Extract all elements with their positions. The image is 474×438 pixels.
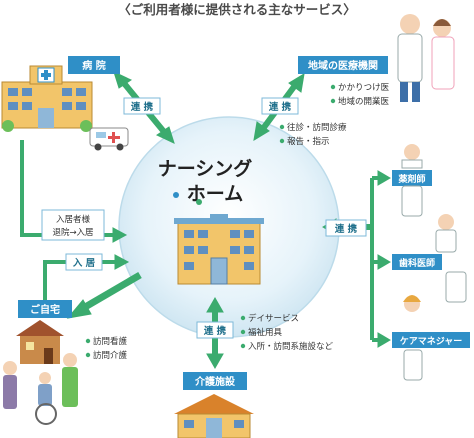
svg-text:訪問介護: 訪問介護: [93, 350, 128, 361]
care-facility-label: 介護施設: [194, 375, 236, 388]
svg-text:地域の開業医: 地域の開業医: [338, 96, 390, 107]
box-regional-medical: 地域の医療機関: [298, 56, 388, 74]
dentist-illustration: [435, 214, 467, 303]
medical-staff-illustration: [397, 14, 455, 102]
svg-text:連 携: 連 携: [335, 223, 358, 235]
regional-doctors-list: かかりつけ医 地域の開業医: [330, 83, 390, 107]
box-hospital: 病 院: [68, 56, 120, 74]
hub-title-line1: ナーシング: [158, 157, 253, 180]
move-in-label: 入 居: [65, 253, 103, 271]
admission-line1: 入居者様: [56, 214, 91, 225]
svg-text:報告・指示: 報告・指示: [287, 136, 330, 147]
box-pharmacist: 薬剤師: [392, 170, 432, 186]
arrow-head: [155, 126, 175, 144]
diagram-title: 〈ご利用者様に提供される主なサービス〉: [118, 2, 356, 17]
svg-text:入所・訪問系施設など: 入所・訪問系施設など: [248, 341, 334, 352]
svg-text:デイサービス: デイサービス: [248, 313, 299, 324]
box-home: ご自宅: [18, 300, 72, 318]
family-illustration: [3, 353, 78, 425]
dentist-label: 歯科医師: [399, 257, 435, 269]
arrow-head: [113, 71, 133, 89]
svg-text:かかりつけ医: かかりつけ医: [338, 83, 390, 93]
care-manager-illustration: [403, 295, 423, 381]
link-label-regional: 連 携: [261, 97, 299, 115]
care-manager-label: ケアマネジャー: [400, 336, 463, 347]
box-care-manager: ケアマネジャー: [392, 332, 470, 348]
svg-text:入 居: 入 居: [72, 258, 96, 269]
home-label: ご自宅: [30, 303, 60, 316]
hub-title-line2: ホーム: [187, 183, 243, 205]
nursing-home-building-icon: [174, 214, 264, 285]
hub-dot-green: [196, 199, 202, 205]
svg-text:連 携: 連 携: [269, 101, 292, 113]
hospital-building-icon: [1, 65, 93, 132]
regional-services-list: 往診・訪問診療 報告・指示: [279, 122, 347, 147]
link-arrows: [20, 71, 391, 370]
pharmacist-label: 薬剤師: [398, 173, 425, 185]
link-label-hospital: 連 携: [123, 97, 161, 115]
admission-label: 入居者様 退院→入居: [41, 209, 105, 241]
regional-medical-label: 地域の医療機関: [308, 59, 378, 72]
admission-line2: 退院→入居: [52, 227, 93, 238]
nursing-home-hub: ナーシング ホーム: [118, 116, 340, 338]
svg-text:往診・訪問診療: 往診・訪問診療: [287, 122, 347, 133]
box-dentist: 歯科医師: [392, 254, 442, 270]
svg-text:福祉用具: 福祉用具: [248, 327, 283, 338]
svg-text:連 携: 連 携: [131, 101, 154, 113]
home-services-list: 訪問看護 訪問介護: [85, 336, 128, 361]
hub-dot-blue: [173, 192, 179, 198]
svg-text:訪問看護: 訪問看護: [93, 336, 128, 347]
link-label-right: 連 携: [325, 219, 367, 237]
care-facility-building-icon: [174, 394, 254, 438]
pharmacist-illustration: [401, 144, 423, 217]
house-icon: [16, 320, 64, 364]
svg-text:連 携: 連 携: [204, 325, 227, 337]
care-services-list: デイサービス 福祉用具 入所・訪問系施設など: [240, 313, 334, 352]
box-care-facility: 介護施設: [183, 372, 247, 390]
ambulance-icon: [89, 127, 129, 151]
link-label-care: 連 携: [196, 321, 234, 339]
hospital-label: 病 院: [82, 59, 105, 72]
